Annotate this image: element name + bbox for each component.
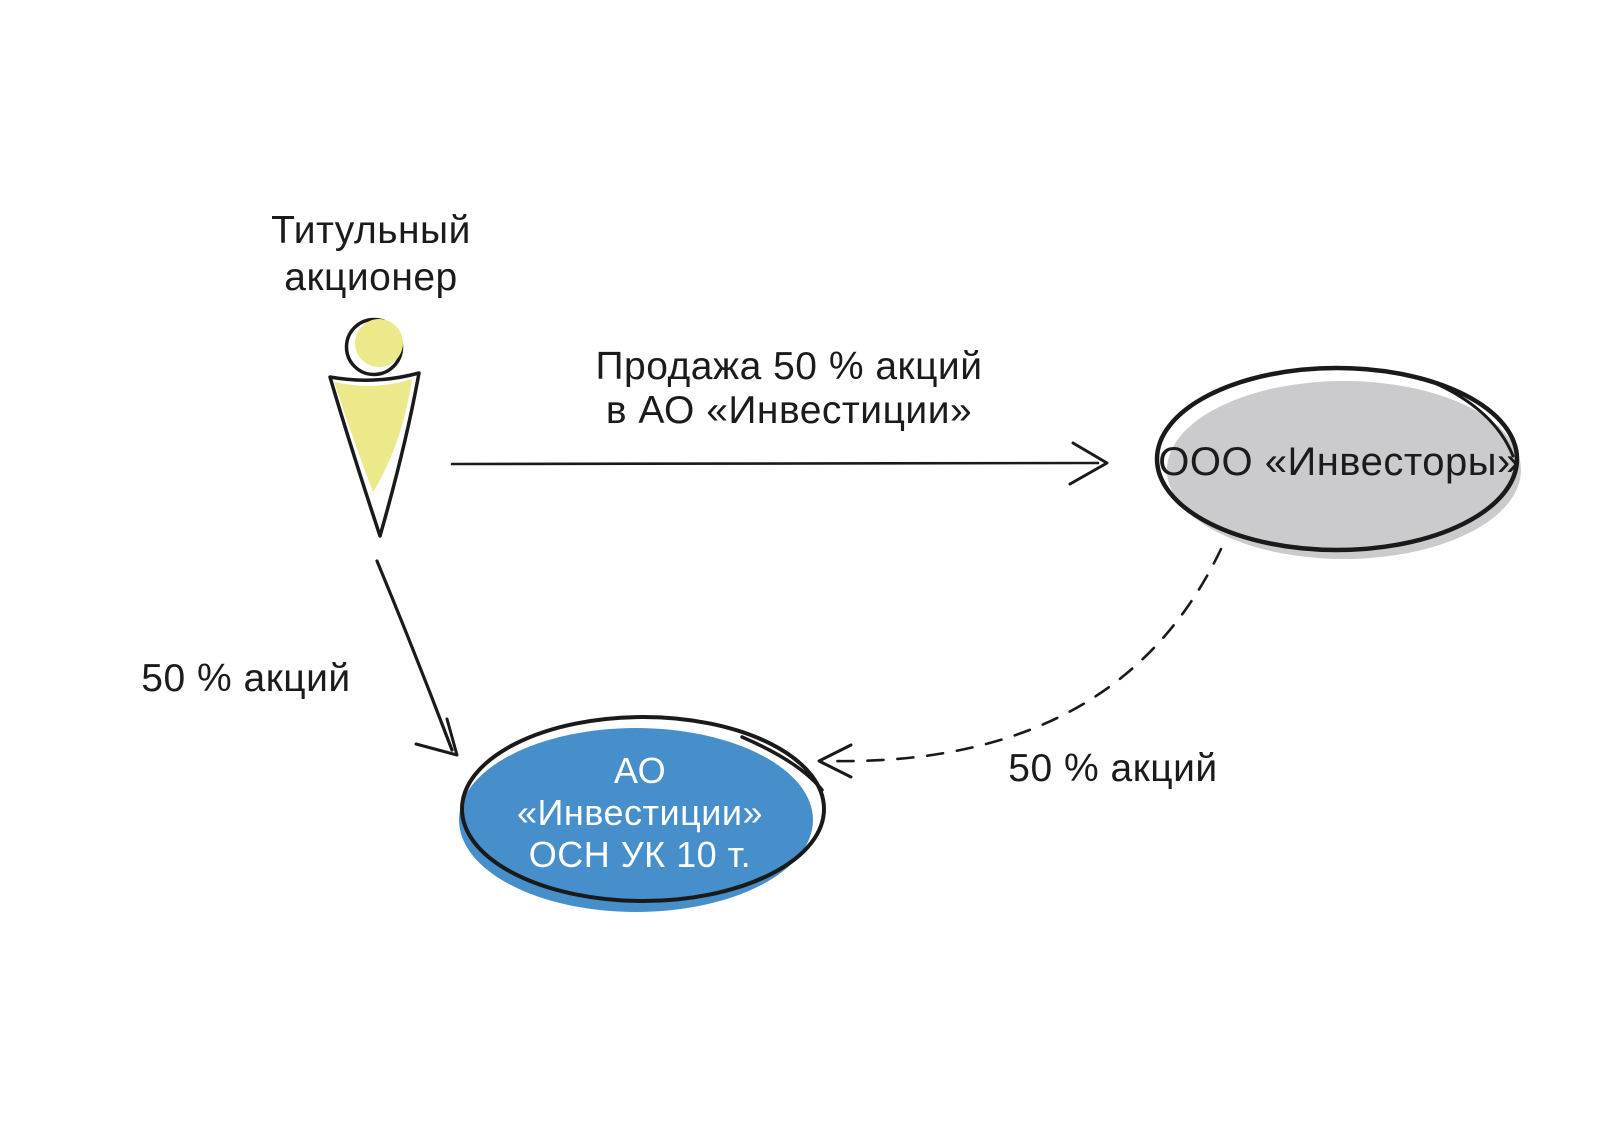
shares-left-arrow-line [375,559,454,752]
investments-ellipse [459,715,826,912]
sale-arrow-label-line: в АО «Инвестиции» [605,389,973,432]
investors-ellipse-outline [1154,365,1520,553]
investments-label: АО «Инвестиции» ОСН УК 10 т. [440,750,840,876]
person-head-fill [355,319,403,367]
shares-dashed-arrow [817,547,1223,779]
investors-ellipse-sketch-stroke [1426,378,1515,458]
shareholder-label-line: акционер [284,256,458,299]
investors-ellipse-fill [1167,381,1521,559]
shares-left-label: 50 % акций [141,657,351,700]
person-body-outline [328,371,421,538]
investors-label: ООО «Инвесторы» [1158,440,1520,484]
person-body-fill [334,379,412,492]
shares-dashed-arrow-line [828,547,1223,763]
investments-ellipse-sketch-stroke [740,735,824,792]
investments-label-line: АО [613,750,667,791]
investments-ellipse-fill [459,728,813,912]
shares-left-arrow [375,559,459,757]
shares-right-label: 50 % акций [1008,747,1218,790]
investors-ellipse [1154,365,1521,559]
sale-arrow [450,441,1109,486]
person-icon [328,317,421,538]
investments-ellipse-outline [460,715,826,903]
sale-arrow-label: Продажа 50 % акций в АО «Инвестиции» [558,345,1020,433]
sale-arrow-label-line: Продажа 50 % акций [595,345,983,388]
sale-arrowhead [1068,441,1109,486]
shares-dashed-arrowhead [817,743,853,779]
shareholder-label-line: Титульный [271,209,471,252]
investments-label-line: ОСН УК 10 т. [528,834,752,875]
sale-arrow-line [450,461,1100,466]
investments-label-line: «Инвестиции» [517,792,763,833]
shares-left-arrowhead [414,717,459,757]
shareholder-label: Титульный акционер [221,207,521,301]
